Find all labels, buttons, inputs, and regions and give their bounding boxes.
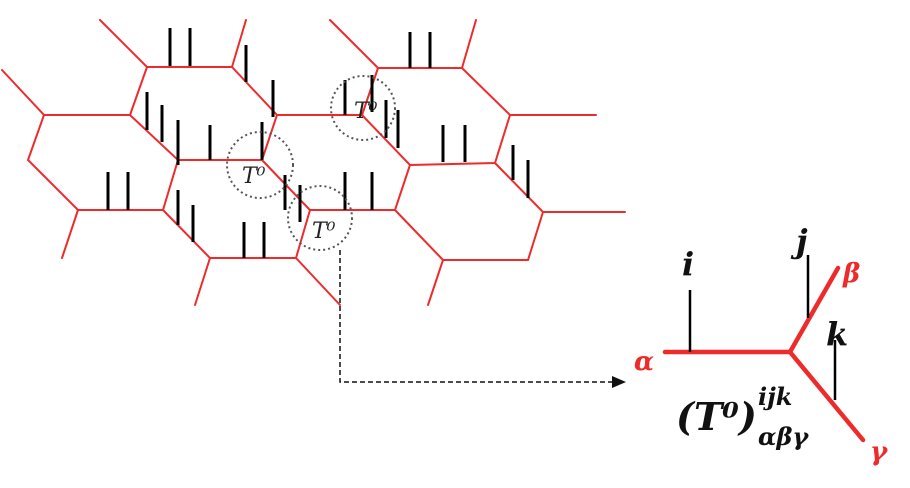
arrow-head xyxy=(612,376,626,388)
lattice-bond xyxy=(61,209,79,259)
index-label-k: k xyxy=(826,315,848,353)
lattice-bond xyxy=(295,257,341,306)
lattice-bond xyxy=(1,69,180,211)
lattice-bond xyxy=(329,19,512,166)
tensor-marker-ring xyxy=(287,185,353,251)
lattice-bond xyxy=(361,67,379,116)
zoomed-tensor: i j k α β γ (T⁰) ijk αβγ xyxy=(634,222,889,467)
lattice-bond xyxy=(129,66,148,116)
tensor-symbol: (T⁰) xyxy=(676,394,757,439)
virtual-leg-beta xyxy=(787,265,841,355)
index-label-beta: β xyxy=(842,259,860,289)
tensor-subscript: αβγ xyxy=(758,422,809,451)
lattice-bond xyxy=(461,19,477,69)
lattice-bond xyxy=(162,159,312,259)
lattice-bond xyxy=(194,257,211,306)
lattice-bond xyxy=(231,19,247,68)
tensor-marker-ring xyxy=(226,131,294,199)
virtual-leg-gamma xyxy=(787,349,866,443)
lattice-bond xyxy=(99,19,279,161)
lattice-bond xyxy=(394,162,545,261)
index-label-i: i xyxy=(682,245,694,283)
lattice-bond xyxy=(427,259,444,306)
physical-legs xyxy=(106,28,530,258)
index-label-gamma: γ xyxy=(870,437,889,467)
tensor-marker-label: T⁰ xyxy=(312,219,336,244)
tensor-marker-ring xyxy=(330,75,396,141)
local-tensor-markers: T⁰ T⁰ T⁰ xyxy=(226,75,396,251)
tensor-superscript: ijk xyxy=(758,382,792,411)
tensor-marker-label: T⁰ xyxy=(242,164,266,189)
index-label-alpha: α xyxy=(634,347,654,377)
zoom-arrow xyxy=(339,250,626,388)
index-label-j: j xyxy=(790,222,808,260)
tensor-marker-label: T⁰ xyxy=(354,99,378,124)
dashed-arrow-line xyxy=(339,250,615,383)
honeycomb-lattice xyxy=(1,19,626,306)
